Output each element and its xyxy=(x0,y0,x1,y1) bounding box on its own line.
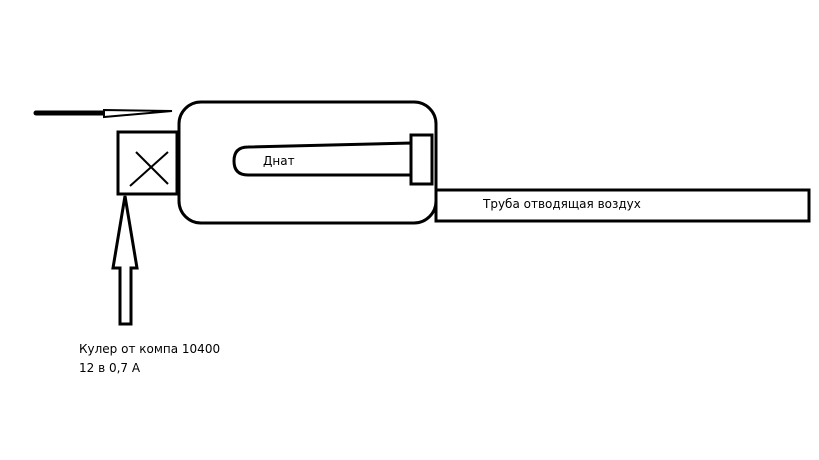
airflow-arrow-icon xyxy=(33,108,173,119)
lamp-label: Днат xyxy=(263,154,295,168)
exhaust-pipe xyxy=(434,188,811,223)
cooler-label-line2: 12 в 0,7 А xyxy=(79,361,141,375)
lamp-shape xyxy=(232,141,414,177)
pipe-label: Труба отводящая воздух xyxy=(482,197,641,211)
intake-arrow-icon xyxy=(111,195,139,326)
fan-x-icon xyxy=(129,151,169,187)
fan-box xyxy=(116,130,179,196)
cooler-label-line1: Кулер от компа 10400 xyxy=(79,342,220,356)
lamp-socket xyxy=(409,133,434,186)
